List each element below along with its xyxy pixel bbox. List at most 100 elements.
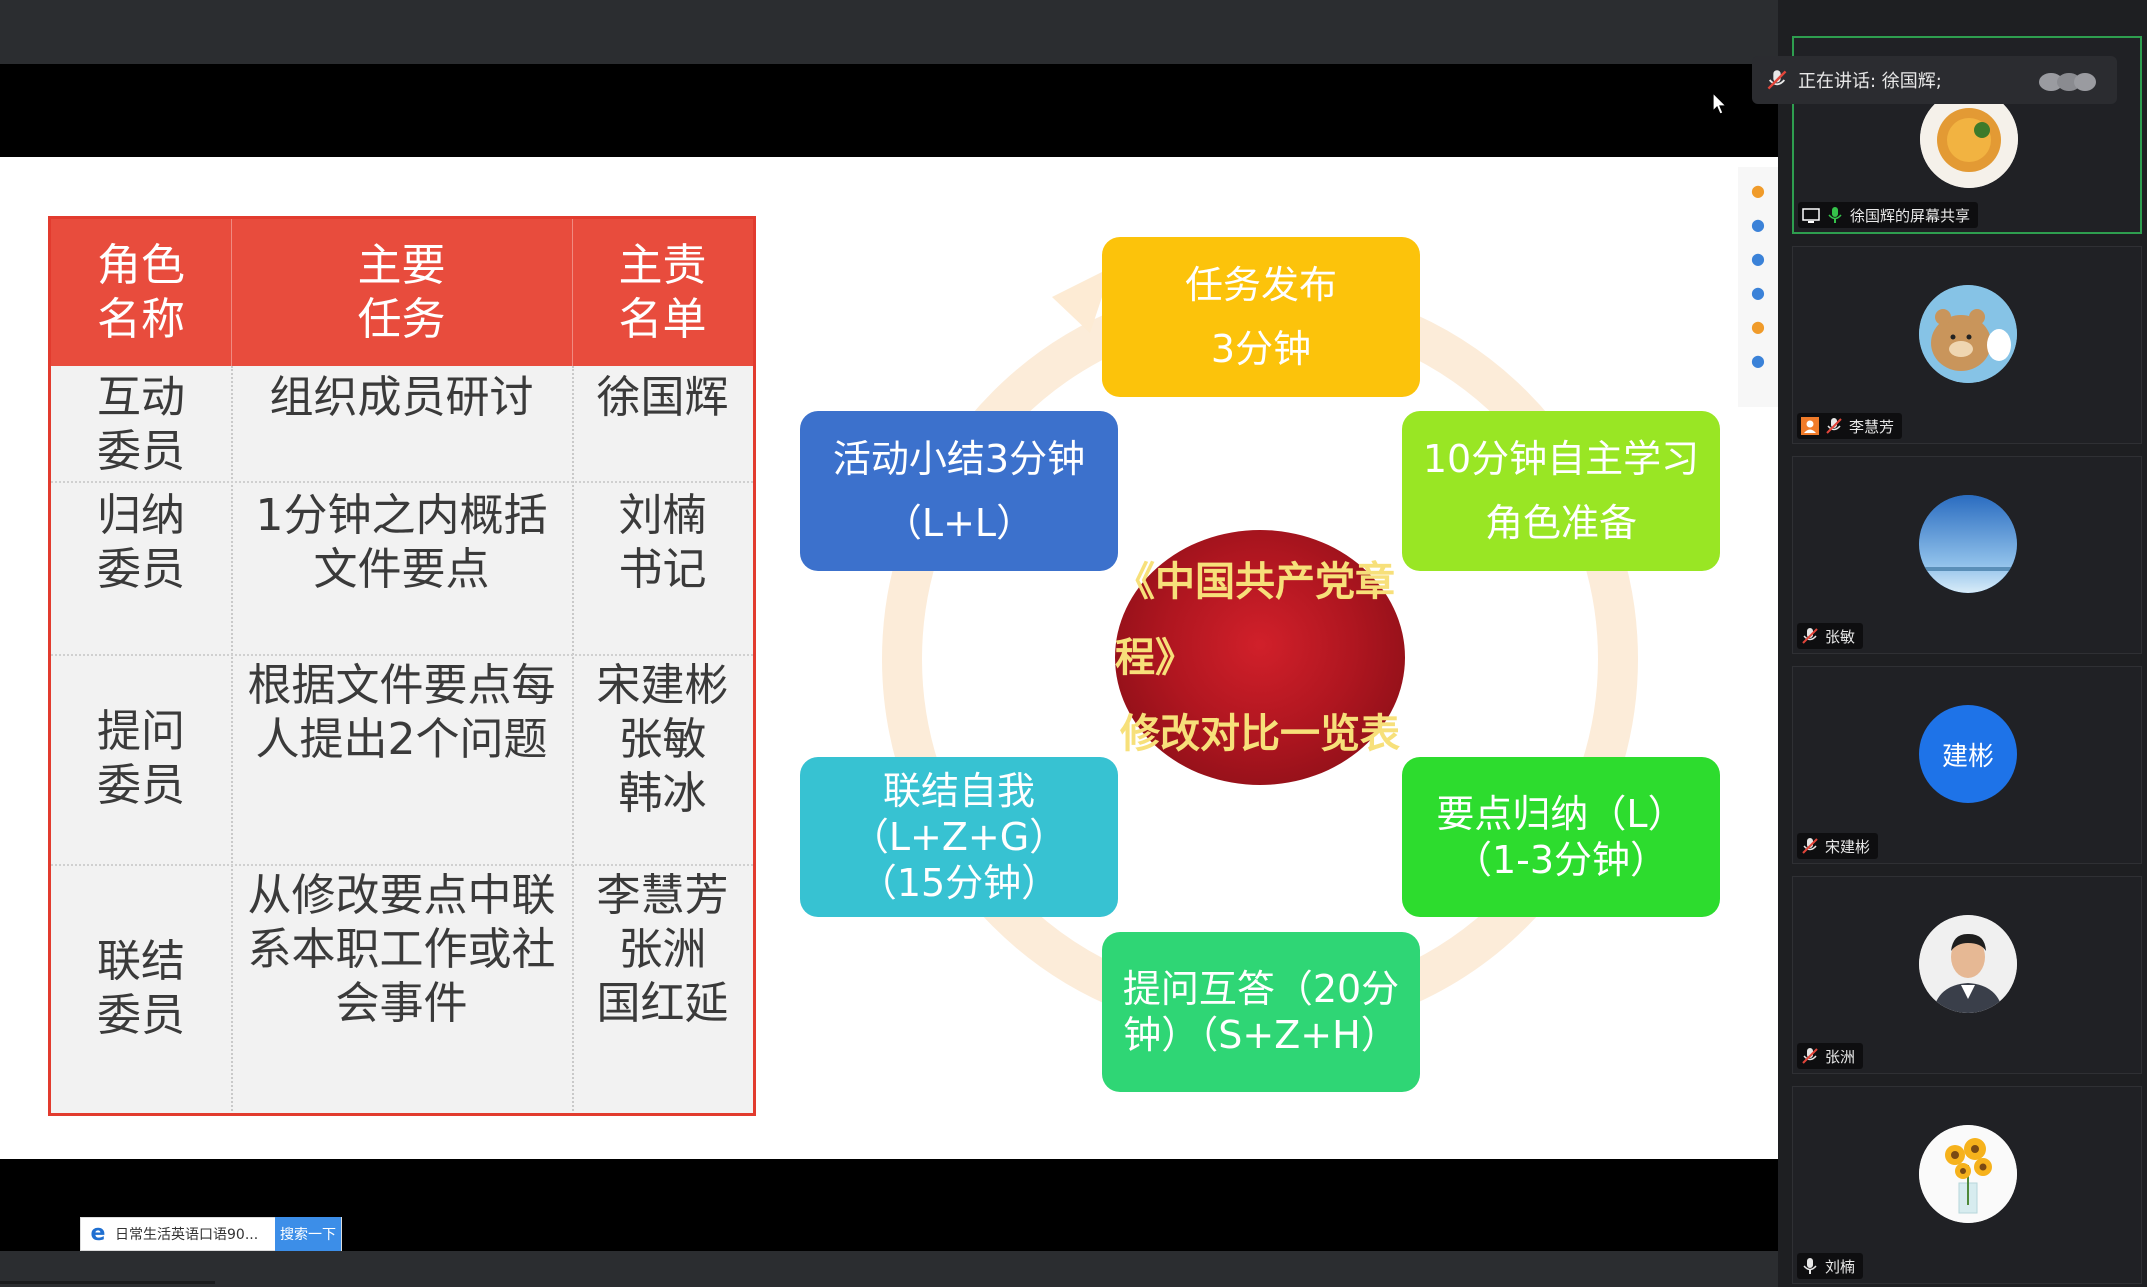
table-cell-names: 刘楠 书记 — [618, 490, 707, 595]
avatar — [1919, 495, 2017, 593]
step-activity-summary-line2: （L+L） — [883, 501, 1035, 545]
participant-tile[interactable]: 张敏 — [1792, 456, 2142, 654]
participant-name-tag: 张敏 — [1797, 623, 1864, 649]
step-qa-line1: 提问互答（20分 — [1122, 967, 1400, 1011]
table-cell-task: 1分钟之内概括 文件要点 — [255, 490, 548, 595]
step-self-study: 10分钟自主学习 角色准备 — [1402, 411, 1720, 571]
table-cell-role: 归纳 委员 — [97, 490, 185, 595]
participant-name: 刘楠 — [1825, 1257, 1856, 1276]
person-photo-avatar-icon — [1919, 915, 2017, 1013]
person-icon: ● — [1751, 351, 1765, 370]
step-task-release: 任务发布 3分钟 — [1102, 237, 1420, 397]
person-icon: ● — [1751, 181, 1765, 200]
screen-share-icon — [1802, 208, 1820, 223]
step-qa-line2: 钟）（S+Z+H） — [1123, 1013, 1399, 1057]
step-task-release-line1: 任务发布 — [1184, 263, 1337, 307]
center-title-line1: 《中国共产党章程》 — [1115, 557, 1395, 681]
mic-muted-icon — [1802, 1048, 1818, 1064]
header-responsible: 主责 名单 — [618, 239, 707, 345]
avatar — [1919, 1125, 2017, 1223]
table-cell-names: 李慧芳 张洲 国红延 — [596, 870, 729, 1029]
avatar — [1919, 915, 2017, 1013]
step-task-release-line2: 3分钟 — [1210, 327, 1312, 371]
audio-wave-icon — [2039, 73, 2096, 91]
person-icon: ● — [1751, 249, 1765, 268]
person-icon: ● — [1751, 317, 1765, 336]
participants-panel: 徐国辉的屏幕共享 李慧芳 — [1778, 0, 2147, 1287]
step-summary-points: 要点归纳（L） （1-3分钟） — [1402, 757, 1720, 917]
step-activity-summary-line1: 活动小结3分钟 — [832, 437, 1086, 481]
role-table: 角色 名称 主要 任务 主责 名单 互动 委员 组织成员研讨 徐国辉 归纳 委员… — [48, 216, 756, 1116]
step-connect-self: 联结自我（L+Z+G） （15分钟） — [800, 757, 1118, 917]
step-qa: 提问互答（20分 钟）（S+Z+H） — [1102, 932, 1420, 1092]
step-activity-summary: 活动小结3分钟 （L+L） — [800, 411, 1118, 571]
sunflower-avatar-icon — [1919, 1125, 2017, 1223]
step-connect-self-line2: （15分钟） — [858, 861, 1060, 905]
participant-name-tag: 张洲 — [1797, 1043, 1864, 1069]
user-icon — [1801, 417, 1819, 435]
letterbox-top — [0, 64, 1778, 157]
scroll-indicator — [0, 1281, 215, 1284]
row-divider — [51, 654, 753, 656]
mic-icon — [1803, 1258, 1817, 1274]
person-icon: ● — [1751, 215, 1765, 234]
step-self-study-line2: 角色准备 — [1484, 501, 1637, 545]
food-bowl-avatar-icon — [1920, 90, 2018, 188]
header-main-task: 主要 任务 — [357, 239, 446, 345]
avatar-initials: 建彬 — [1941, 741, 1994, 772]
step-self-study-line1: 10分钟自主学习 — [1422, 437, 1700, 481]
row-divider — [51, 864, 753, 866]
participant-name: 张敏 — [1825, 627, 1856, 646]
participant-name-tag: 刘楠 — [1797, 1253, 1864, 1279]
table-cell-task: 组织成员研讨 — [269, 372, 534, 423]
table-cell-role: 提问 委员 — [97, 706, 185, 811]
center-title-disc: 《中国共产党章程》 修改对比一览表 — [1115, 530, 1405, 785]
participant-tile[interactable]: 刘楠 — [1792, 1086, 2142, 1284]
avatar: 建彬 — [1919, 705, 2017, 803]
bear-avatar-icon — [1919, 285, 2017, 383]
mic-muted-icon — [1826, 418, 1842, 434]
table-cell-task: 从修改要点中联 系本职工作或社 会事件 — [247, 870, 556, 1029]
participant-name: 宋建彬 — [1825, 837, 1871, 856]
ie-browser-icon: e — [90, 1221, 106, 1246]
participant-tile[interactable]: 李慧芳 — [1792, 246, 2142, 444]
cycle-arrow-head — [1052, 267, 1112, 333]
avatar — [1919, 285, 2017, 383]
taskbar-browser-search[interactable]: e 日常生活英语口语90... 搜索一下 — [80, 1217, 342, 1251]
participant-name-tag: 宋建彬 — [1797, 833, 1879, 859]
step-summary-points-line1: 要点归纳（L） — [1436, 792, 1686, 836]
mic-muted-icon — [1802, 628, 1818, 644]
table-cell-names: 徐国辉 — [596, 372, 729, 423]
shared-screen: 角色 名称 主要 任务 主责 名单 互动 委员 组织成员研讨 徐国辉 归纳 委员… — [0, 64, 1778, 1287]
participant-name: 李慧芳 — [1849, 417, 1895, 436]
center-title-line2: 修改对比一览表 — [1120, 709, 1400, 757]
table-header — [51, 219, 753, 366]
cycle-diagram: 任务发布 3分钟 10分钟自主学习 角色准备 要点归纳（L） （1-3分钟） 提… — [790, 237, 1750, 1117]
speaking-indicator: 正在讲话: 徐国辉; — [1752, 56, 2117, 104]
participant-tile[interactable]: 张洲 — [1792, 876, 2142, 1074]
participant-name: 张洲 — [1825, 1047, 1856, 1066]
table-cell-names: 宋建彬 张敏 韩冰 — [596, 660, 729, 819]
mic-muted-icon — [1802, 838, 1818, 854]
search-button[interactable]: 搜索一下 — [275, 1217, 341, 1251]
header-role-name: 角色 名称 — [97, 239, 185, 345]
table-cell-role: 联结 委员 — [97, 936, 185, 1041]
step-summary-points-line2: （1-3分钟） — [1453, 838, 1669, 882]
participant-name-tag: 徐国辉的屏幕共享 — [1798, 202, 1979, 228]
person-icon: ● — [1751, 283, 1765, 302]
bottom-bar — [0, 1251, 1778, 1287]
presentation-slide: 角色 名称 主要 任务 主责 名单 互动 委员 组织成员研讨 徐国辉 归纳 委员… — [0, 157, 1778, 1159]
sky-avatar-icon — [1919, 495, 2017, 593]
column-divider — [572, 366, 574, 1113]
browser-search-text[interactable]: 日常生活英语口语90... — [115, 1227, 259, 1243]
slide-side-icons: ● ● ● ● ● ● — [1738, 167, 1778, 407]
participant-tile[interactable]: 建彬 宋建彬 — [1792, 666, 2142, 864]
header-divider — [572, 219, 573, 366]
participant-name: 徐国辉的屏幕共享 — [1850, 206, 1971, 225]
mouse-cursor-icon — [1712, 92, 1728, 115]
mic-muted-icon — [1767, 70, 1787, 90]
table-cell-role: 互动 委员 — [97, 372, 185, 477]
mic-active-icon — [1828, 207, 1842, 223]
table-cell-task: 根据文件要点每 人提出2个问题 — [247, 660, 556, 765]
column-divider — [231, 366, 233, 1113]
